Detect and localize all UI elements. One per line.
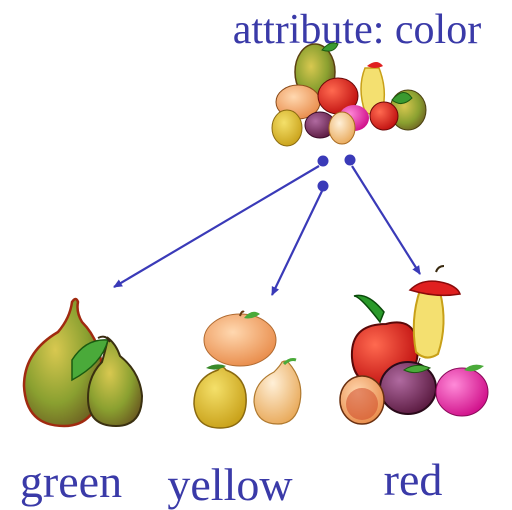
category-label-yellow: yellow [167, 459, 293, 510]
arrow-to-green [114, 166, 319, 287]
red-fruits-illustration [340, 266, 488, 424]
green-fruits-illustration [24, 299, 142, 426]
split-node-dot [318, 156, 329, 167]
split-node-dot [345, 155, 356, 166]
category-label-red: red [384, 454, 443, 505]
arrow-to-yellow [272, 191, 322, 295]
arrow-to-red [352, 166, 420, 274]
split-node-dot [318, 181, 329, 192]
attribute-title: attribute: color [233, 7, 481, 53]
mixed-fruit-illustration [272, 43, 426, 146]
yellow-fruits-illustration [194, 312, 301, 429]
category-label-green: green [20, 456, 122, 507]
